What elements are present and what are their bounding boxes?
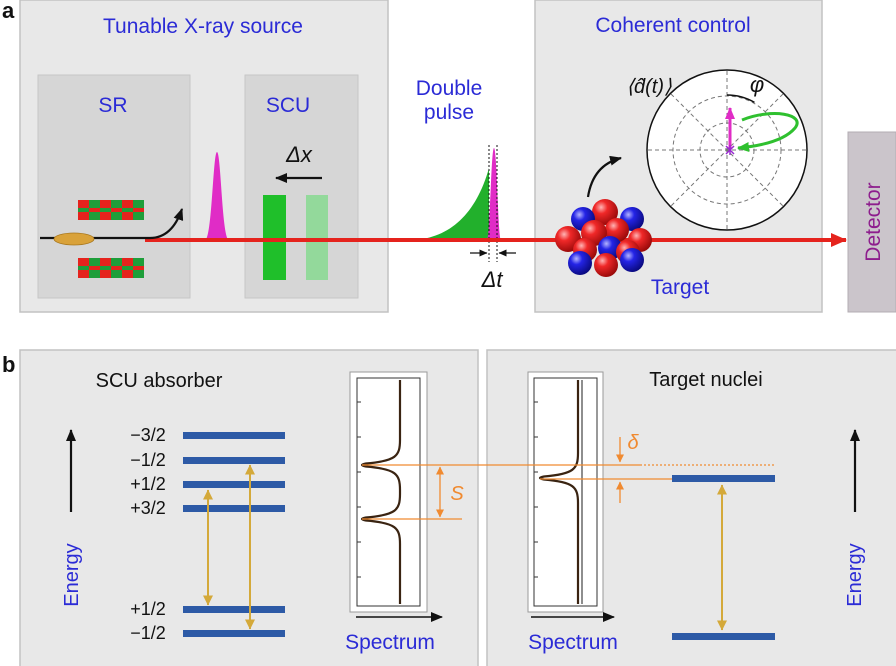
scu-label: SCU	[266, 94, 310, 117]
electron-bunch	[53, 232, 95, 246]
double-pulse-label-line-2: pulse	[424, 101, 474, 124]
target-sphere-blue	[620, 248, 644, 272]
resonance-spectrum-curve	[538, 380, 580, 604]
target-sphere-red	[605, 218, 629, 242]
xray-source-box: Tunable X-ray source SR SCU Δx	[19, 0, 389, 313]
scu-box: SCU Δx	[244, 74, 359, 299]
detuning-label: δ	[627, 432, 639, 454]
energy-level-bar	[183, 481, 285, 488]
target-nuclei-title: Target nuclei	[649, 369, 762, 391]
panel-b-label: b	[2, 352, 15, 377]
panel-a-label: a	[2, 0, 15, 23]
target-sphere-blue	[568, 251, 592, 275]
energy-level-bar	[183, 432, 285, 439]
spectrum-label: Spectrum	[345, 631, 435, 654]
energy-offset-guides: S δ	[362, 432, 776, 520]
spectrum-panel	[349, 371, 428, 613]
coherent-control-title: Coherent control	[595, 14, 750, 37]
target-spectrum-plot	[527, 371, 604, 613]
panel-b: b SCU absorber Energy −3/2 −1/2 +1/2 +3/…	[2, 349, 896, 666]
target-sphere-red	[592, 199, 618, 225]
level-label: −3/2	[130, 425, 166, 445]
delay-label: Δt	[481, 267, 504, 292]
dipole-phase-diagram: ⟨d̂(t)⟩ φ	[626, 69, 808, 231]
energy-level-bar	[183, 630, 285, 637]
detector-label: Detector	[862, 182, 885, 261]
scu-absorber-foil-shifted	[306, 195, 328, 280]
shift-label: Δx	[285, 142, 313, 167]
splitting-label: S	[450, 483, 464, 505]
sr-pulse	[205, 152, 229, 240]
spectrum-frame	[533, 377, 598, 607]
dipole-label: ⟨d̂(t)⟩	[626, 76, 672, 98]
scu-absorber-foil	[263, 195, 286, 280]
origin-marker	[725, 145, 735, 155]
panel-a: a Tunable X-ray source SR SCU Δx	[2, 0, 896, 313]
target-label: Target	[651, 276, 710, 299]
energy-level-bar	[672, 633, 775, 640]
level-label: −1/2	[130, 450, 166, 470]
level-label: +1/2	[130, 474, 166, 494]
phase-label: φ	[750, 72, 764, 97]
control-curved-arrow-icon	[586, 155, 622, 198]
energy-level-bar	[183, 606, 285, 613]
scu-spectrum-plot	[349, 371, 428, 613]
energy-level-bar	[183, 457, 285, 464]
spectrum-ticks	[357, 401, 361, 578]
target-nuclei-box: Target nuclei Spectrum Energy	[486, 349, 896, 666]
energy-level-bar	[183, 505, 285, 512]
electron-beam	[40, 208, 184, 240]
sr-label: SR	[98, 94, 127, 117]
scu-absorber-box: SCU absorber Energy −3/2 −1/2 +1/2 +3/2 …	[19, 349, 479, 666]
level-label: +3/2	[130, 498, 166, 518]
absorption-spectrum-curve	[360, 380, 402, 604]
undulator-magnet-bottom	[78, 258, 144, 278]
spectrum-ticks	[534, 401, 538, 578]
spectrum-frame	[356, 377, 421, 607]
sr-box: SR	[37, 74, 191, 299]
detector-background	[847, 131, 896, 313]
detector: Detector	[847, 131, 896, 313]
scu-absorber-title: SCU absorber	[96, 370, 223, 392]
energy-axis-label: Energy	[61, 543, 83, 606]
coherent-control-box: Coherent control ⟨d̂(t)⟩ φ	[534, 0, 823, 313]
target-sphere-red	[594, 253, 618, 277]
spectrum-panel	[527, 371, 604, 613]
energy-level-bar	[672, 475, 775, 482]
double-pulse: Double pulse Δt	[413, 77, 516, 292]
level-label: +1/2	[130, 599, 166, 619]
level-label: −1/2	[130, 623, 166, 643]
xray-source-title: Tunable X-ray source	[103, 15, 303, 38]
dipole-trajectory-arrow-icon	[737, 112, 799, 152]
target-nuclei-cluster	[555, 199, 652, 277]
double-pulse-label-line-1: Double	[416, 77, 483, 100]
phase-grid-diagonal-2	[670, 93, 784, 207]
scattered-pulse-tail	[413, 168, 489, 240]
phase-angle-arc	[726, 94, 755, 104]
spectrum-label: Spectrum	[528, 631, 618, 654]
energy-axis-label: Energy	[844, 543, 866, 606]
undulator-magnet-top	[78, 200, 144, 220]
